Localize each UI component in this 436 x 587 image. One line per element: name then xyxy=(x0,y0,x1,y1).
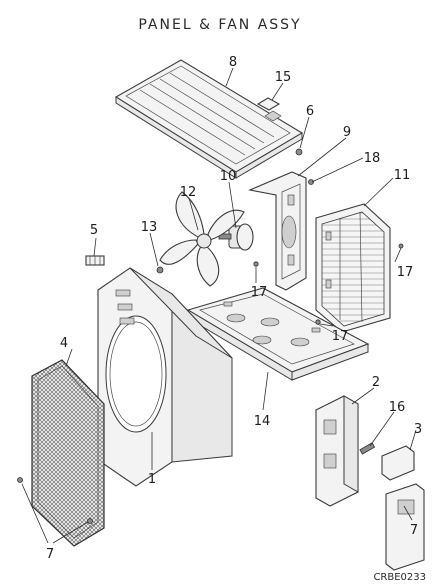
callout-18: 18 xyxy=(364,151,381,166)
drawing-code: CRBE0233 xyxy=(373,572,426,583)
screw-part-6 xyxy=(295,148,303,156)
screw-part-18 xyxy=(308,179,314,185)
plate-part-15 xyxy=(256,97,282,122)
callout-14: 14 xyxy=(254,414,271,429)
nut-part-13 xyxy=(156,266,164,274)
motor-support-part-9 xyxy=(248,171,307,291)
right-panel-part-2 xyxy=(315,395,359,507)
screw-part-17-right xyxy=(398,243,404,249)
leader-lines xyxy=(21,67,417,544)
callout-6: 6 xyxy=(306,104,314,119)
callout-16: 16 xyxy=(389,400,406,415)
bracket-part-5 xyxy=(85,255,105,266)
callout-13: 13 xyxy=(141,220,158,235)
fan-motor-part-10 xyxy=(218,223,254,251)
callout-1: 1 xyxy=(148,472,156,487)
handle-cover-part-3 xyxy=(381,445,425,571)
callout-7-right: 7 xyxy=(410,523,418,538)
callout-8: 8 xyxy=(229,55,237,70)
callout-5: 5 xyxy=(90,223,98,238)
callout-15: 15 xyxy=(275,70,292,85)
propeller-fan-part-12 xyxy=(159,191,245,287)
callout-17-right: 17 xyxy=(397,265,414,280)
side-panel-part-11 xyxy=(315,203,391,333)
callout-17-center: 17 xyxy=(251,285,268,300)
screw-part-17-base xyxy=(315,319,321,325)
callout-17-base: 17 xyxy=(332,329,349,344)
callout-2: 2 xyxy=(372,375,380,390)
callout-9: 9 xyxy=(343,125,351,140)
callout-4: 4 xyxy=(60,336,68,351)
base-pan-part-14 xyxy=(186,287,370,381)
callout-11: 11 xyxy=(394,168,411,183)
diagram-title: PANEL & FAN ASSY xyxy=(138,17,301,33)
clip-part-16 xyxy=(359,442,376,455)
front-panel-part-1 xyxy=(97,267,233,487)
callout-10: 10 xyxy=(220,169,237,184)
top-panel-part-8 xyxy=(114,59,304,179)
screw-part-7-center xyxy=(87,518,93,524)
screw-part-7-left xyxy=(17,477,23,483)
callout-labels: 8 15 6 9 18 11 10 12 13 5 17 17 17 14 4 … xyxy=(46,55,422,562)
callout-3: 3 xyxy=(414,422,422,437)
front-grille-part-4 xyxy=(31,359,105,547)
screw-part-17-center xyxy=(253,261,259,267)
callout-12: 12 xyxy=(180,185,197,200)
callout-7-bottom: 7 xyxy=(46,547,54,562)
